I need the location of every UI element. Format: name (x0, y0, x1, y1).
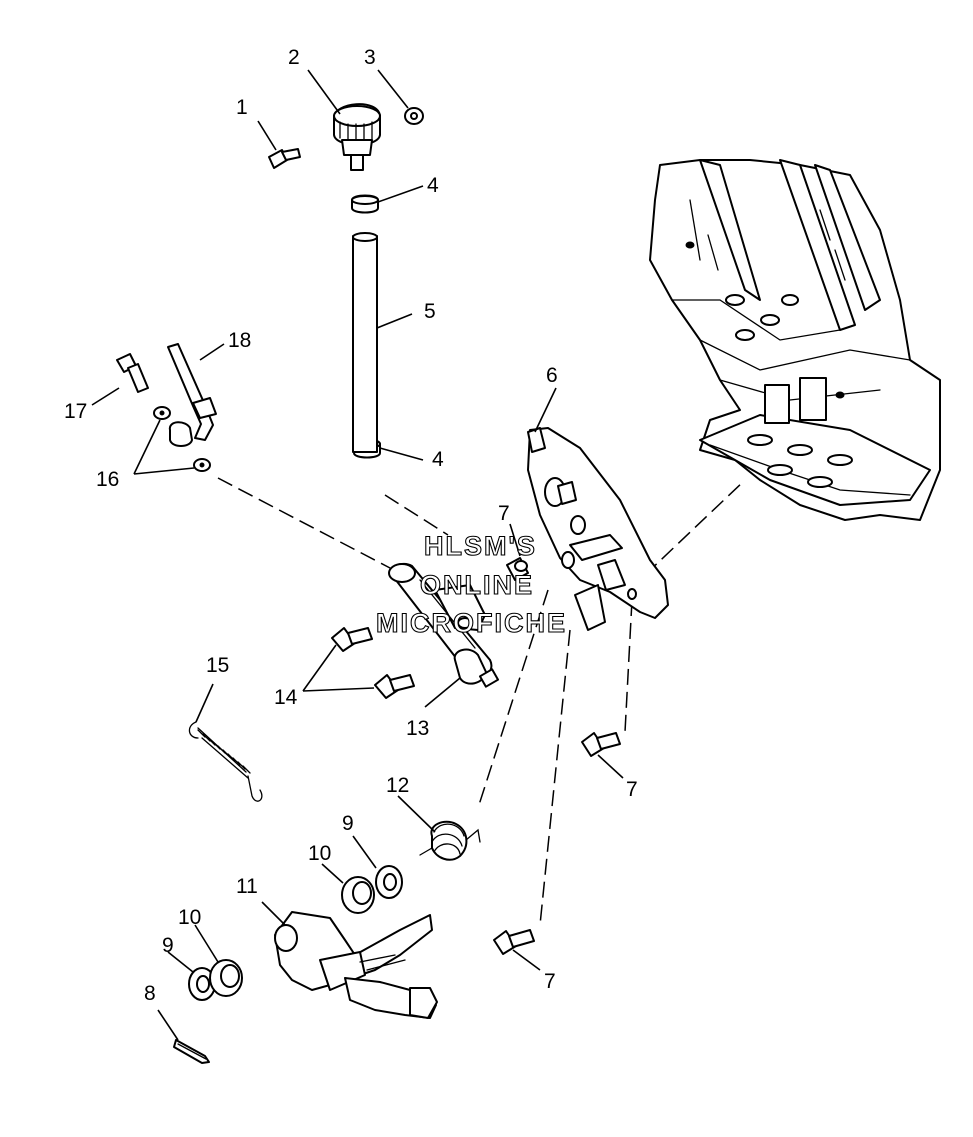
part-10-bushing-right (341, 876, 375, 914)
part-14-bolt-lower (374, 674, 415, 699)
callout-7-a: 7 (498, 502, 510, 525)
part-12-torsion-spring (419, 820, 481, 861)
callout-labels: 1 2 3 4 4 5 6 7 7 7 7 8 9 9 10 10 11 12 … (64, 46, 638, 1005)
part-5-hose (352, 232, 378, 453)
part-1-bolt (268, 148, 301, 169)
callout-4-upper: 4 (427, 174, 439, 197)
callout-6: 6 (546, 364, 558, 387)
callout-3: 3 (364, 46, 376, 69)
part-10-bushing-left (209, 959, 243, 997)
part-7-bolt-c (493, 929, 535, 955)
part-4-clamp-upper (351, 194, 379, 214)
callout-12: 12 (386, 774, 409, 797)
callout-2: 2 (288, 46, 300, 69)
callout-9-right: 9 (342, 812, 354, 835)
watermark-line-3: MICROFICHE (376, 608, 567, 638)
callout-1: 1 (236, 96, 248, 119)
watermark-line-1: HLSM'S (424, 531, 537, 561)
assembly-lines (217, 477, 746, 926)
part-7-bolt-a (506, 557, 529, 581)
callout-10-left: 10 (178, 906, 201, 929)
part-2-reservoir-cap (333, 103, 381, 171)
callout-7-b: 7 (626, 778, 638, 801)
callout-5: 5 (424, 300, 436, 323)
part-16-washer-lower (193, 458, 211, 472)
part-11-brake-pedal (274, 911, 438, 1019)
part-9-washer-right (375, 865, 403, 899)
part-17-banjo-bolt (116, 353, 149, 393)
callout-8: 8 (144, 982, 156, 1005)
callout-15: 15 (206, 654, 229, 677)
part-16-washer-upper (153, 406, 171, 420)
callout-11: 11 (236, 875, 258, 898)
callout-17: 17 (64, 400, 87, 423)
part-3-nut (404, 107, 424, 125)
callout-7-c: 7 (544, 970, 556, 993)
part-18-brake-line (167, 343, 217, 447)
part-13-master-cylinder (388, 562, 500, 688)
callout-16: 16 (96, 468, 119, 491)
part-7-bolt-b (581, 732, 621, 757)
callout-18: 18 (228, 329, 251, 352)
part-6-bracket-plate (527, 427, 669, 631)
callout-4-lower: 4 (432, 448, 444, 471)
part-8-cotter-pin (173, 1039, 210, 1064)
watermark: HLSM'S ONLINE MICROFICHE (375, 530, 567, 638)
vehicle-frame (649, 159, 941, 521)
callout-14: 14 (274, 686, 298, 709)
part-15-return-spring (188, 721, 263, 802)
callout-10-right: 10 (308, 842, 331, 865)
part-9-washer-left (188, 967, 216, 1001)
callout-9-left: 9 (162, 934, 174, 957)
watermark-line-2: ONLINE (420, 570, 534, 600)
part-14-bolt-upper (331, 627, 373, 652)
callout-leaders (91, 69, 624, 1041)
callout-13: 13 (406, 717, 429, 740)
